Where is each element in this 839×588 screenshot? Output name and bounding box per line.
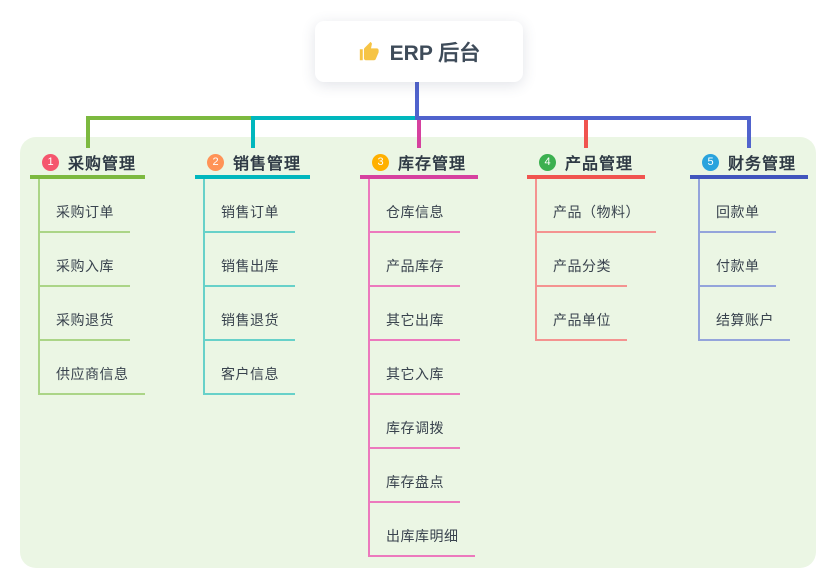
sub-item-node[interactable]: 仓库信息	[368, 202, 460, 233]
list-item: 销售订单	[203, 179, 310, 233]
branch-label: 销售管理	[233, 156, 302, 173]
list-item: 库存调拨	[368, 395, 478, 449]
list-item: 客户信息	[203, 341, 310, 395]
sub-item-node[interactable]: 产品库存	[368, 256, 460, 287]
list-item: 采购订单	[38, 179, 145, 233]
branch-node-1[interactable]: 1 采购管理	[30, 149, 145, 179]
sub-item-node[interactable]: 销售订单	[203, 202, 295, 233]
sub-item-node[interactable]: 库存调拨	[368, 418, 460, 449]
list-item: 出库库明细	[368, 503, 478, 557]
sub-item-node[interactable]: 其它出库	[368, 310, 460, 341]
branch-4: 4 产品管理产品（物料） 产品分类产品单位	[527, 149, 656, 341]
branch-5: 5 财务管理回款单付款单结算账户	[690, 149, 808, 341]
sub-item-node[interactable]: 客户信息	[203, 364, 295, 395]
root-label: ERP 后台	[389, 41, 481, 65]
branch-label: 财务管理	[728, 156, 797, 173]
list-item: 付款单	[698, 233, 808, 287]
branch-item-list: 产品（物料） 产品分类产品单位	[535, 179, 656, 341]
sub-item-node[interactable]: 结算账户	[698, 310, 790, 341]
list-item: 采购入库	[38, 233, 145, 287]
sub-item-node[interactable]: 采购退货	[38, 310, 130, 341]
thumbs-up-icon	[358, 41, 380, 63]
connector-line	[250, 116, 419, 120]
list-item: 产品单位	[535, 287, 645, 341]
connector-line	[747, 116, 751, 148]
list-item: 产品库存	[368, 233, 478, 287]
list-item: 回款单	[698, 179, 808, 233]
sub-item-node[interactable]: 销售退货	[203, 310, 295, 341]
root-node[interactable]: ERP 后台	[315, 21, 523, 82]
sub-item-node[interactable]: 出库库明细	[368, 526, 475, 557]
connector-line	[203, 179, 205, 395]
connector-line	[417, 119, 421, 148]
branch-1: 1 采购管理采购订单采购入库采购退货供应商信息	[30, 149, 145, 395]
list-item: 库存盘点	[368, 449, 478, 503]
list-item: 其它入库	[368, 341, 478, 395]
connector-line	[250, 116, 255, 148]
list-item: 供应商信息	[38, 341, 145, 395]
branch-label: 产品管理	[565, 156, 634, 173]
connector-line	[584, 116, 588, 148]
branch-2: 2 销售管理销售订单销售出库销售退货客户信息	[195, 149, 310, 395]
sub-item-node[interactable]: 付款单	[698, 256, 776, 287]
sub-item-node[interactable]: 采购入库	[38, 256, 130, 287]
sub-item-node[interactable]: 回款单	[698, 202, 776, 233]
branch-label: 库存管理	[398, 156, 467, 173]
branches-panel	[20, 137, 816, 568]
sub-item-node[interactable]: 供应商信息	[38, 364, 145, 395]
connector-line	[415, 116, 751, 120]
branch-item-list: 仓库信息产品库存其它出库其它入库库存调拨库存盘点出库库明细	[368, 179, 478, 557]
branch-number-badge: 3	[372, 153, 389, 171]
list-item: 产品（物料）	[535, 179, 656, 233]
branch-number-badge: 5	[702, 153, 719, 171]
branch-item-list: 采购订单采购入库采购退货供应商信息	[38, 179, 145, 395]
branch-node-5[interactable]: 5 财务管理	[690, 149, 808, 179]
branch-3: 3 库存管理仓库信息产品库存其它出库其它入库库存调拨库存盘点出库库明细	[360, 149, 478, 557]
branch-item-list: 销售订单销售出库销售退货客户信息	[203, 179, 310, 395]
sub-item-node[interactable]: 销售出库	[203, 256, 295, 287]
connector-line	[415, 82, 419, 120]
branch-number-badge: 2	[207, 153, 224, 171]
list-item: 结算账户	[698, 287, 808, 341]
branch-label: 采购管理	[68, 156, 137, 173]
sub-item-node[interactable]: 产品（物料）	[535, 202, 656, 233]
connector-line	[368, 179, 370, 557]
list-item: 采购退货	[38, 287, 145, 341]
connector-line	[535, 179, 537, 341]
list-item: 其它出库	[368, 287, 478, 341]
branch-node-3[interactable]: 3 库存管理	[360, 149, 478, 179]
sub-item-node[interactable]: 其它入库	[368, 364, 460, 395]
connector-line	[38, 179, 40, 395]
sub-item-node[interactable]: 产品单位	[535, 310, 627, 341]
sub-item-node[interactable]: 库存盘点	[368, 472, 460, 503]
branch-number-badge: 1	[42, 153, 59, 171]
branch-node-4[interactable]: 4 产品管理	[527, 149, 645, 179]
connector-line	[85, 116, 255, 120]
sub-item-node[interactable]: 产品分类	[535, 256, 627, 287]
branch-number-badge: 4	[539, 153, 556, 171]
sub-item-node[interactable]: 采购订单	[38, 202, 130, 233]
branch-item-list: 回款单付款单结算账户	[698, 179, 808, 341]
connector-line	[698, 179, 700, 341]
list-item: 仓库信息	[368, 179, 478, 233]
list-item: 产品分类	[535, 233, 645, 287]
connector-line	[85, 116, 90, 148]
list-item: 销售退货	[203, 287, 310, 341]
list-item: 销售出库	[203, 233, 310, 287]
branch-node-2[interactable]: 2 销售管理	[195, 149, 310, 179]
